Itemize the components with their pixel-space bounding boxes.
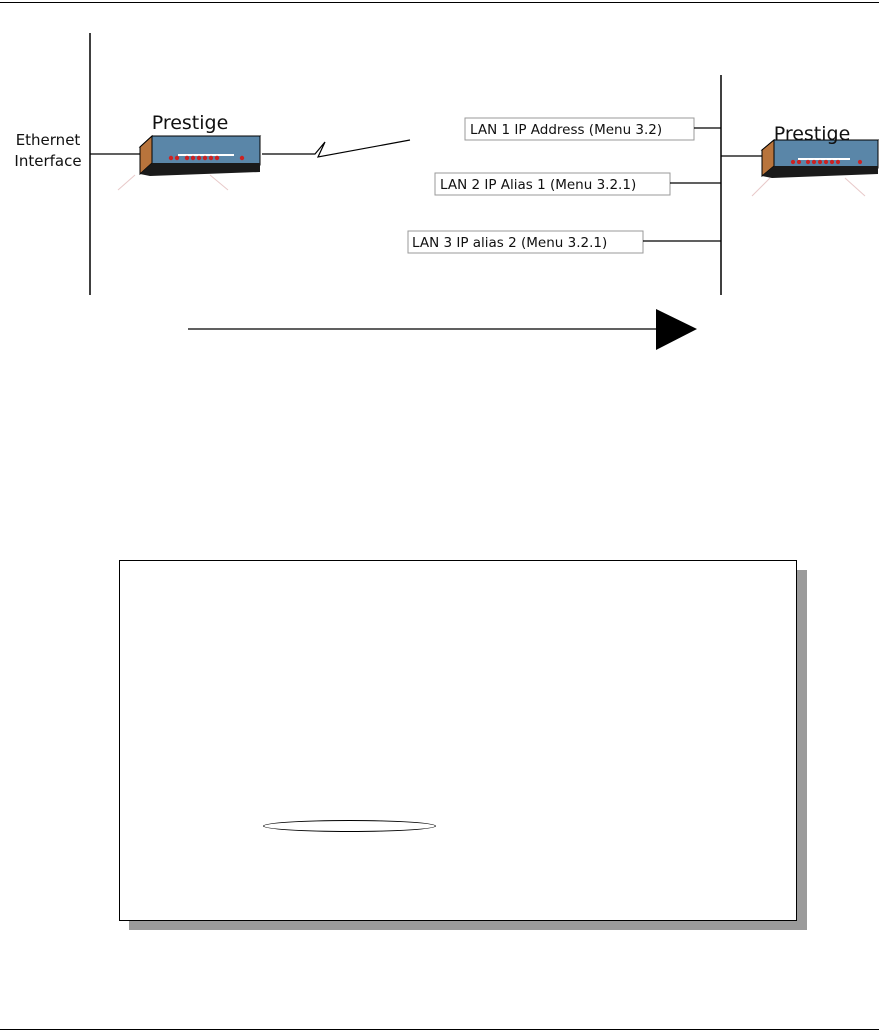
callout-lan1-label: LAN 1 IP Address (Menu 3.2) [470, 122, 662, 138]
callout-lan3: LAN 3 IP alias 2 (Menu 3.2.1) [407, 230, 644, 254]
callout-lan1: LAN 1 IP Address (Menu 3.2) [464, 117, 695, 141]
footer-rule [0, 1029, 879, 1030]
wan-link [262, 139, 411, 158]
left-router-icon [117, 134, 262, 191]
ethernet-interface-label-1: Ethernet [16, 131, 81, 149]
callout-lan2: LAN 2 IP Alias 1 (Menu 3.2.1) [434, 172, 671, 196]
right-prestige-label: Prestige [774, 123, 851, 145]
network-diagram: Ethernet Interface Prestige [14, 33, 879, 350]
ethernet-interface-label-2: Interface [14, 152, 81, 170]
direction-arrow-head [656, 309, 697, 350]
header-rule [0, 2, 879, 3]
right-router-icon [751, 138, 879, 197]
callout-lan2-label: LAN 2 IP Alias 1 (Menu 3.2.1) [440, 177, 636, 193]
left-prestige-label: Prestige [152, 112, 229, 134]
callout-lan3-label: LAN 3 IP alias 2 (Menu 3.2.1) [412, 235, 607, 251]
highlight-oval [263, 820, 436, 832]
menu-screen-box [119, 560, 797, 921]
